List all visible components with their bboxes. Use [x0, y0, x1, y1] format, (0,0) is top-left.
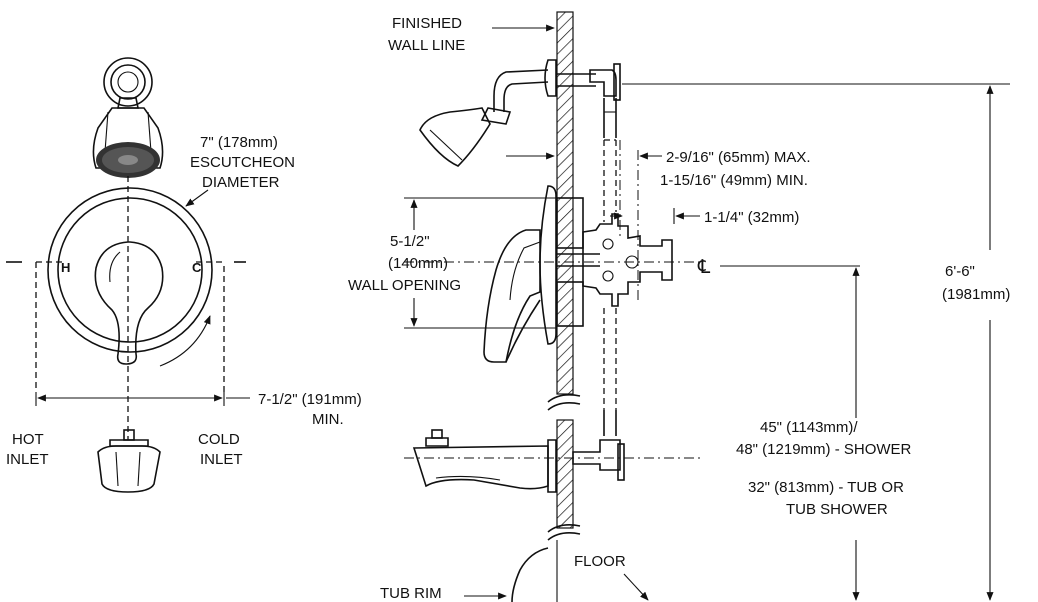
shower-arm-flange-icon [103, 57, 153, 107]
valve-body-icon [556, 140, 673, 410]
total-height-label-2: (1981mm) [942, 286, 1010, 303]
wall-opening-label-1: 5-1/2" [390, 233, 430, 250]
wall-opening-label-2: (140mm) [388, 255, 448, 272]
escutcheon-label-3: DIAMETER [202, 174, 280, 191]
shower-height-label-1: 45" (1143mm)/ [760, 419, 858, 436]
tub-rim-label: TUB RIM [380, 585, 442, 602]
total-height-label-1: 6'-6" [945, 263, 975, 280]
hot-inlet-label-1: HOT [12, 431, 44, 448]
finished-wall [547, 11, 581, 602]
depth-max-label: 2-9/16" (65mm) MAX. [666, 149, 811, 166]
cold-inlet-label-2: INLET [200, 451, 243, 468]
handle-side-icon [483, 185, 600, 363]
shower-height-label-2: 48" (1219mm) - SHOWER [736, 441, 912, 458]
floor-label: FLOOR [574, 553, 626, 570]
drop-ear-elbow-icon [589, 63, 621, 141]
tub-elbow-icon [572, 410, 625, 481]
finished-wall-label-2: WALL LINE [388, 37, 465, 54]
cold-mark: C [192, 260, 202, 275]
valve-offset-label: 1-1/4" (32mm) [704, 209, 799, 226]
front-view: H C [6, 57, 250, 493]
cold-inlet-label-1: COLD [198, 431, 240, 448]
tub-height-label-1: 32" (813mm) - TUB OR [748, 479, 904, 496]
side-view [404, 11, 1010, 602]
min-width-label-1: 7-1/2" (191mm) [258, 391, 362, 408]
tub-height-label-2: TUB SHOWER [786, 501, 888, 518]
hot-inlet-label-2: INLET [6, 451, 49, 468]
centerline-symbol: ℄ [697, 257, 711, 278]
hot-mark: H [61, 260, 70, 275]
lever-handle-icon [94, 241, 164, 365]
finished-wall-label-1: FINISHED [392, 15, 462, 32]
wall-opening-label-3: WALL OPENING [348, 277, 461, 294]
escutcheon-label-1: 7" (178mm) [200, 134, 278, 151]
tub-spout-front-icon [97, 429, 161, 493]
escutcheon-plate [47, 187, 213, 353]
tub-rim-icon [511, 547, 549, 602]
showerhead-side-icon [419, 59, 596, 167]
showerhead-front-icon [92, 97, 164, 178]
depth-min-label: 1-15/16" (49mm) MIN. [660, 172, 808, 189]
min-width-label-2: MIN. [312, 411, 344, 428]
tub-spout-side-icon [412, 429, 557, 493]
escutcheon-label-2: ESCUTCHEON [190, 154, 295, 171]
